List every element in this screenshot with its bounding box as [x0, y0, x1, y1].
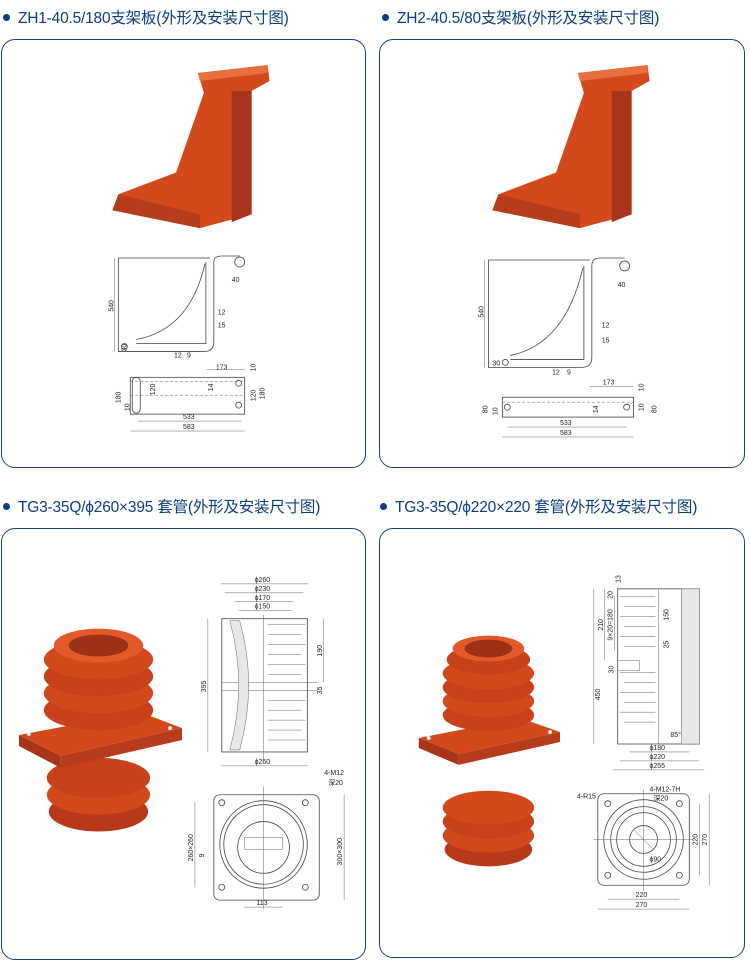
dimension-label: 10	[639, 383, 646, 391]
dimension-label: 10	[251, 363, 258, 371]
dimension-label: 533	[183, 414, 195, 421]
tg3-260-figure: ϕ260 ϕ230 ϕ170 ϕ150 395 190 35 ϕ260 4-M1…	[18, 577, 345, 910]
dimension-label: 35	[317, 686, 324, 694]
dimension-label: ϕ180	[650, 745, 666, 752]
dimension-label: ϕ230	[255, 586, 271, 593]
bullet-icon	[380, 502, 387, 510]
dimension-label: 4-M12	[324, 770, 344, 777]
dimension-label: 220	[636, 892, 648, 899]
dimension-label: 30	[121, 344, 128, 352]
dimension-label: 173	[216, 364, 228, 371]
bullet-icon	[3, 13, 10, 21]
dimension-label: 583	[560, 430, 572, 437]
dimension-label: ϕ260	[255, 759, 271, 766]
dimension-label: 9	[199, 853, 206, 857]
dimension-label: 220	[692, 834, 699, 846]
dimension-label: 173	[603, 379, 615, 386]
dimension-label: 4-M12-7H	[650, 787, 681, 794]
dimension-label: 13	[616, 575, 623, 583]
dimension-label: ϕ150	[255, 604, 271, 611]
bracket-photo	[112, 65, 270, 229]
dimension-label: 300×300	[337, 838, 344, 865]
dimension-label: 180	[115, 391, 122, 403]
zh1-figure: 540 40 12 15 30 12 9 173 10 14 120 120 1…	[108, 65, 270, 432]
plan-view-drawing: 173 10 14 80 80 10 10 533 583	[482, 379, 658, 438]
product-panel-tg3-220: 450 210 9×20=180 13 20 150 25 30 85° ϕ18…	[379, 528, 745, 958]
bottom-view-drawing: 4-M12 深20 260×260 9 300×300 113	[188, 770, 345, 910]
tg3-220-figure: 450 210 9×20=180 13 20 150 25 30 85° ϕ18…	[418, 575, 710, 910]
dimension-label: 15	[218, 323, 226, 330]
dimension-label: 40	[618, 282, 626, 289]
dimension-label: 15	[602, 338, 610, 345]
dimension-label: 30	[492, 360, 500, 367]
dimension-label: 9	[567, 369, 571, 376]
product-panel-zh2: 540 40 12 15 30 12 9 173 10 14 80 80 10 …	[379, 39, 745, 468]
dimension-label: 210	[598, 619, 605, 631]
dimension-label: 12	[552, 369, 560, 376]
bullet-icon	[382, 13, 389, 21]
section-header-zh1: ZH1-40.5/180支架板(外形及安装尺寸图)	[3, 6, 289, 28]
dimension-label: 深20	[328, 778, 343, 787]
bracket-photo	[492, 65, 650, 229]
section-header-zh2: ZH2-40.5/80支架板(外形及安装尺寸图)	[382, 6, 659, 28]
dimension-label: 395	[201, 681, 208, 693]
dimension-label: 40	[232, 277, 240, 284]
bottom-view-drawing: 4-R15 4-M12-7H 深20 ϕ90 220 270 220 270	[577, 787, 710, 910]
dimension-label: 450	[595, 689, 602, 701]
dimension-label: ϕ220	[650, 754, 666, 761]
bushing-photo	[18, 628, 183, 832]
plan-view-drawing: 173 10 14 120 120 180 180 10 533 583	[115, 363, 267, 432]
side-view-drawing: 540 40 12 15 30 12 9	[478, 257, 631, 376]
side-view-drawing: 450 210 9×20=180 13 20 150 25 30 85° ϕ18…	[593, 575, 705, 771]
section-header-tg3-220: TG3-35Q/ϕ220×220 套管(外形及安装尺寸图)	[380, 495, 697, 517]
dimension-label: 4-R15	[577, 794, 596, 801]
dimension-label: 10	[492, 407, 499, 415]
dimension-label: 30	[609, 666, 616, 674]
dimension-label: 80	[482, 405, 489, 413]
dimension-label: 540	[478, 306, 485, 318]
dimension-label: 180	[260, 387, 267, 399]
product-panel-tg3-260: ϕ260 ϕ230 ϕ170 ϕ150 395 190 35 ϕ260 4-M1…	[1, 528, 366, 960]
dimension-label: ϕ170	[255, 595, 271, 602]
section-title: ZH1-40.5/180支架板(外形及安装尺寸图)	[18, 10, 289, 27]
dimension-label: 9	[187, 352, 191, 359]
side-view-drawing: 540 40 12 15 30 12 9	[108, 255, 246, 359]
product-panel-zh1: 540 40 12 15 30 12 9 173 10 14 120 120 1…	[1, 39, 366, 468]
dimension-label: 533	[560, 420, 572, 427]
dimension-label: 25	[663, 641, 670, 649]
dimension-label: 113	[257, 900, 268, 907]
dimension-label: 150	[663, 609, 670, 621]
dimension-label: ϕ260	[255, 577, 271, 584]
dimension-label: 12	[602, 323, 610, 330]
side-view-drawing: ϕ260 ϕ230 ϕ170 ϕ150 395 190 35 ϕ260	[201, 577, 324, 767]
dimension-label: ϕ90	[650, 856, 662, 863]
dimension-label: 14	[593, 405, 600, 413]
dimension-label: 12	[174, 352, 182, 359]
dimension-label: 9×20=180	[608, 609, 615, 640]
dimension-label: 12	[218, 310, 226, 317]
bushing-photo	[418, 635, 561, 867]
bullet-icon	[3, 502, 10, 510]
dimension-label: 85°	[670, 731, 681, 739]
dimension-label: 190	[317, 645, 324, 657]
dimension-label: 14	[208, 383, 215, 391]
dimension-label: 20	[608, 591, 615, 599]
dimension-label: ϕ255	[650, 763, 666, 770]
section-title: TG3-35Q/ϕ220×220 套管(外形及安装尺寸图)	[395, 499, 698, 516]
dimension-label: 120	[251, 389, 258, 401]
zh2-figure: 540 40 12 15 30 12 9 173 10 14 80 80 10 …	[478, 65, 658, 438]
dimension-label: 深20	[653, 794, 668, 803]
dimension-label: 540	[108, 300, 115, 312]
dimension-label: 10	[639, 403, 646, 411]
dimension-label: 270	[636, 902, 648, 909]
section-title: TG3-35Q/ϕ260×395 套管(外形及安装尺寸图)	[18, 499, 321, 516]
section-header-tg3-260: TG3-35Q/ϕ260×395 套管(外形及安装尺寸图)	[3, 495, 320, 517]
dimension-label: 80	[651, 405, 658, 413]
dimension-label: 260×260	[188, 834, 195, 861]
dimension-label: 583	[183, 424, 195, 431]
dimension-label: 10	[124, 403, 131, 411]
dimension-label: 270	[702, 834, 709, 846]
dimension-label: 120	[150, 383, 157, 395]
section-title: ZH2-40.5/80支架板(外形及安装尺寸图)	[397, 10, 660, 27]
